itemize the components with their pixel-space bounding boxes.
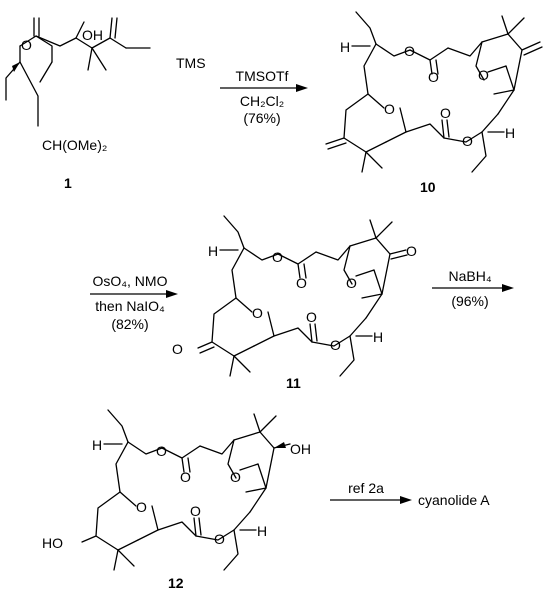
compound-1-tms-label: TMS: [176, 55, 206, 71]
arrowhead-3: [502, 284, 514, 292]
compound-10-o-ester-top: O: [404, 43, 415, 59]
compound-1-number: 1: [64, 175, 72, 191]
compound-11-o-ester-top: O: [272, 249, 283, 265]
compound-1-ester-oxygen: O: [21, 37, 32, 53]
compound-11-h-top: H: [208, 243, 218, 259]
compound-10-structure: [325, 11, 543, 173]
compound-10-o-pyran-left: O: [384, 101, 395, 117]
step-1-solvent: CH₂Cl₂: [240, 93, 284, 109]
step-2-reagent-2: then NaIO₄: [95, 298, 165, 314]
compound-10-o-carbonyl-top: O: [428, 69, 439, 85]
compound-11-o-ketone-right: O: [406, 243, 417, 259]
step-2-reagent: OsO₄, NMO: [93, 273, 168, 289]
step-3-reagent: NaBH₄: [448, 268, 491, 284]
step-2-yield: (82%): [111, 316, 148, 332]
compound-11-o-ketone-left: O: [172, 341, 183, 357]
compound-12-o-ester-top: O: [156, 443, 167, 459]
compound-11-o-pyran-right: O: [346, 275, 357, 291]
compound-11-o-pyran-left: O: [252, 305, 263, 321]
compound-12-oh-right: OH: [290, 441, 311, 457]
compound-10-number: 10: [420, 179, 436, 195]
compound-11-h-bottom: H: [373, 329, 383, 345]
compound-12-structure: [81, 409, 291, 571]
compound-11-o-ester-bottom: O: [330, 337, 341, 353]
step-1-yield: (76%): [243, 110, 280, 126]
final-product-name: cyanolide A: [418, 492, 490, 508]
compound-11-o-carbonyl-bottom: O: [306, 309, 317, 325]
compound-12-number: 12: [168, 575, 184, 591]
arrowhead-1: [296, 84, 308, 92]
compound-10-o-carbonyl-bottom: O: [440, 105, 451, 121]
compound-10-h-bottom: H: [505, 125, 515, 141]
compound-11-o-carbonyl-top: O: [296, 275, 307, 291]
compound-1-acetal-label: CH(OMe)₂: [42, 137, 107, 153]
compound-11-structure: [197, 215, 408, 377]
arrowhead-4: [400, 496, 412, 504]
compound-12-h-top: H: [92, 437, 102, 453]
compound-11-number: 11: [286, 375, 301, 391]
compound-10-h-top: H: [340, 39, 350, 55]
step-4-reagent: ref 2a: [348, 480, 384, 496]
compound-12-o-carbonyl-top: O: [180, 469, 191, 485]
compound-12-h-bottom: H: [257, 523, 267, 539]
compound-12-o-pyran-right: O: [230, 469, 241, 485]
step-3-yield: (96%): [451, 293, 488, 309]
compound-1-hydroxyl-label: OH: [82, 27, 103, 43]
compound-12-o-ester-bottom: O: [214, 531, 225, 547]
compound-12-oh-left: HO: [42, 535, 63, 551]
compound-12-o-carbonyl-bottom: O: [190, 503, 201, 519]
arrowhead-2: [166, 290, 178, 298]
compound-1-structure: [5, 17, 151, 127]
compound-12-o-pyran-left: O: [136, 499, 147, 515]
compound-10-o-ester-bottom: O: [462, 133, 473, 149]
compound-10-o-pyran-right: O: [478, 67, 489, 83]
step-1-reagent: TMSOTf: [236, 68, 289, 84]
